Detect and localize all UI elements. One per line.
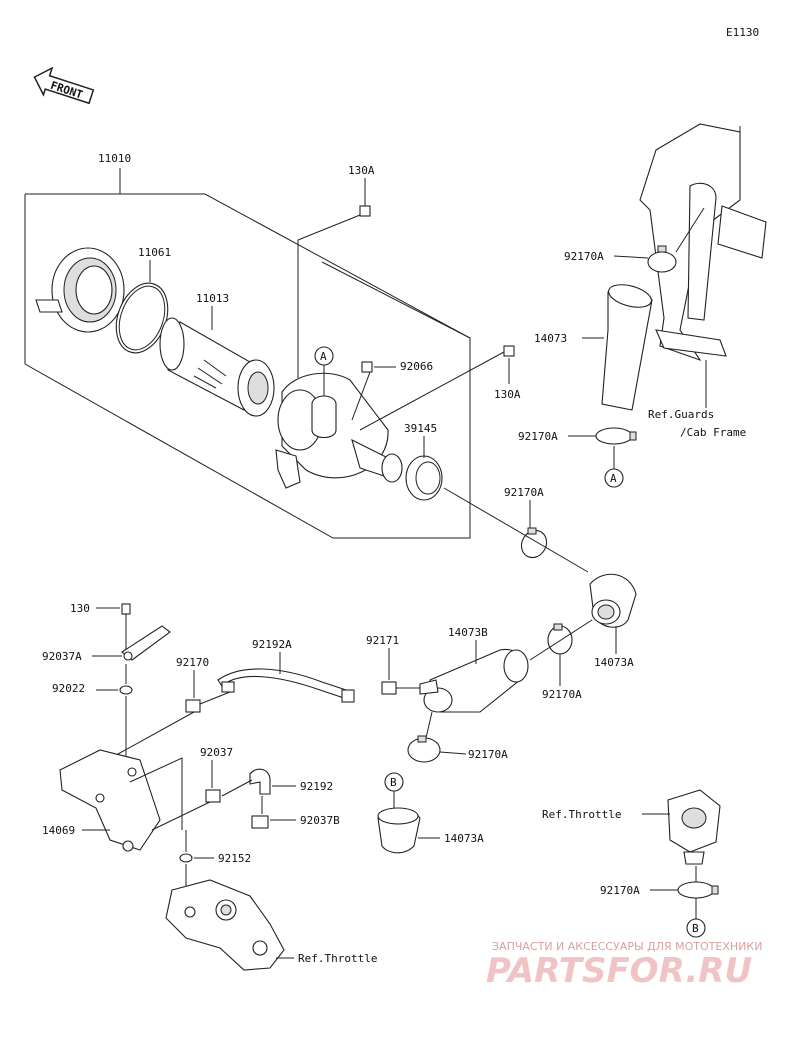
part-92192a-label: 92192A	[252, 638, 292, 651]
part-14073a-low-label: 14073A	[444, 832, 484, 845]
bolt-130a-right	[503, 345, 515, 357]
part-130a-right-label: 130A	[494, 388, 521, 401]
part-11013-label: 11013	[196, 292, 229, 305]
elbow-92192	[249, 768, 271, 795]
clamp-92170a-top	[647, 245, 677, 273]
part-92037-label: 92037	[200, 746, 233, 759]
diagram-code: E1130	[726, 26, 759, 39]
bolt-130	[121, 603, 131, 615]
part-92037b-label: 92037B	[300, 814, 340, 827]
clamp-92170a-r2	[547, 623, 573, 655]
breather-14069	[59, 749, 161, 852]
clamp-92170a-br	[677, 881, 719, 899]
part-92022-label: 92022	[52, 682, 85, 695]
part-92170a-center-label: 92170A	[504, 486, 544, 499]
part-92170a-mid-label: 92170A	[518, 430, 558, 443]
clamp-92037	[205, 789, 221, 803]
clamp-92170a-mid	[595, 427, 637, 445]
part-92170a-low-label: 92170A	[468, 748, 508, 761]
part-130a-top-label: 130A	[348, 164, 375, 177]
part-39145-label: 39145	[404, 422, 437, 435]
throttle-body-right	[667, 789, 721, 865]
leader-line	[297, 214, 361, 241]
assembly-bracket-11010	[24, 168, 471, 539]
part-14069-label: 14069	[42, 824, 75, 837]
marker-b-right: B	[686, 898, 706, 938]
hose-92192a	[217, 668, 355, 703]
part-130-label: 130	[70, 602, 90, 615]
part-92170a-br-label: 92170A	[600, 884, 640, 897]
ref-guards-line2: /Cab Frame	[680, 426, 746, 439]
ref-guards-line1: Ref.Guards	[648, 408, 714, 421]
elbow-14073a-right	[589, 573, 637, 628]
air-cleaner-cover	[35, 247, 125, 333]
watermark-logo: PARTSFOR.RU	[486, 951, 752, 991]
throttle-body-bottom	[165, 879, 285, 971]
clamp-92170a-low	[407, 735, 441, 763]
grommet-92066	[361, 361, 373, 373]
tube-14073	[601, 284, 653, 411]
ref-throttle-right: Ref.Throttle	[542, 808, 621, 821]
front-arrow-icon: FRONT	[33, 66, 95, 105]
svg-text:A: A	[320, 350, 327, 363]
part-92170-label: 92170	[176, 656, 209, 669]
part-14073a-right-label: 14073A	[594, 656, 634, 669]
part-92066-label: 92066	[400, 360, 433, 373]
part-92170a-top-label: 92170A	[564, 250, 604, 263]
boot-14073a-low	[377, 807, 421, 854]
joint-14073b	[419, 648, 529, 713]
marker-a-right: A	[604, 446, 624, 488]
air-filter-element-11013	[159, 317, 275, 417]
part-92170a-r2-label: 92170A	[542, 688, 582, 701]
part-92192-label: 92192	[300, 780, 333, 793]
washer-92022	[119, 685, 133, 695]
clamp-92037b	[251, 815, 269, 829]
svg-text:B: B	[692, 922, 699, 935]
clamp-92170	[185, 699, 201, 713]
air-cleaner-housing	[275, 372, 403, 489]
marker-b-left: B	[384, 772, 404, 808]
ref-throttle-bottom: Ref.Throttle	[298, 952, 377, 965]
leader-line	[321, 261, 471, 339]
clamp-92171	[381, 681, 397, 695]
marker-a-housing: A	[314, 346, 334, 396]
part-14073b-label: 14073B	[448, 626, 488, 639]
clamp-92170a-center	[520, 527, 548, 559]
svg-text:B: B	[390, 776, 397, 789]
part-11010-label: 11010	[98, 152, 131, 165]
watermark-tagline: ЗАПЧАСТИ И АКСЕССУАРЫ ДЛЯ МОТОТЕХНИКИ	[492, 940, 762, 953]
part-92152-label: 92152	[218, 852, 251, 865]
bracket-92037a	[121, 625, 171, 661]
cab-frame-reference	[639, 123, 767, 362]
part-92171-label: 92171	[366, 634, 399, 647]
svg-text:A: A	[610, 472, 617, 485]
part-11061-label: 11061	[138, 246, 171, 259]
bolt-130a-top	[359, 200, 371, 217]
part-92037a-label: 92037A	[42, 650, 82, 663]
band-39145	[405, 455, 443, 501]
washer-92152	[179, 853, 193, 863]
part-14073-label: 14073	[534, 332, 567, 345]
